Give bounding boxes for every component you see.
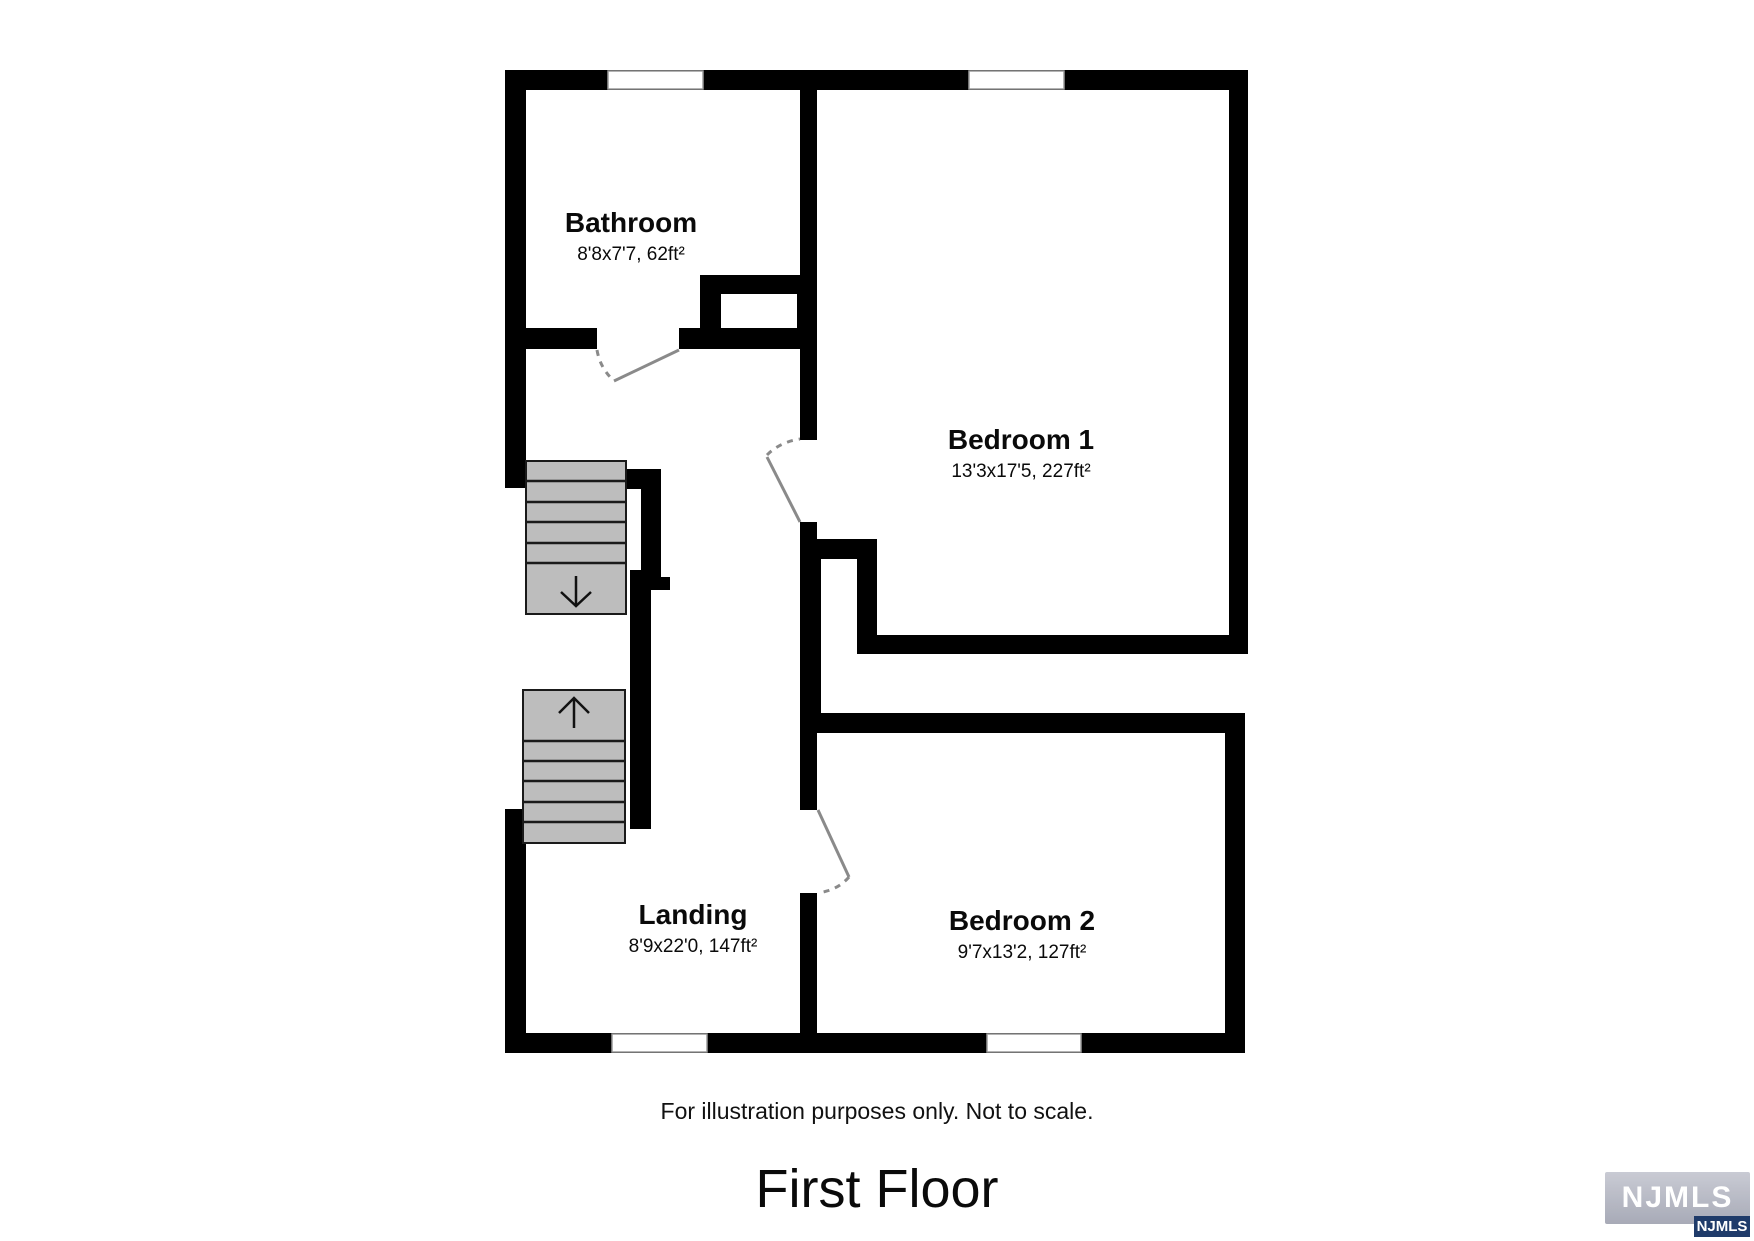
wall-left-lower (505, 809, 526, 1053)
room-dimensions: 13'3x17'5, 227ft² (951, 461, 1091, 482)
window-landing (611, 1033, 708, 1053)
wall-right-bedroom1 (1229, 70, 1248, 654)
door-leaf (816, 809, 851, 878)
wall-stair-lower (630, 570, 651, 829)
room-dimensions: 8'9x22'0, 147ft² (628, 936, 758, 957)
wall-bedroom1-bottom (857, 635, 1248, 654)
stairs-down[interactable] (525, 460, 627, 615)
watermark-logo-large: NJMLS (1605, 1172, 1750, 1224)
door-leaf (765, 456, 802, 523)
door-bathroom[interactable] (595, 348, 680, 383)
room-name: Bedroom 2 (948, 905, 1096, 936)
wall-hall-right-lower (800, 893, 817, 1053)
wall-left-upper (505, 70, 526, 488)
room-name: Bedroom 1 (947, 424, 1095, 455)
floor-title: First Floor (755, 1159, 999, 1219)
room-dimensions: 8'8x7'7, 62ft² (577, 244, 685, 265)
room-label-bedroom-1: Bedroom 1 13'3x17'5, 227ft² (948, 424, 1094, 484)
room-label-bathroom: Bathroom 8'8x7'7, 62ft² (565, 207, 697, 267)
door-leaf (613, 348, 680, 383)
wall-stair-tab (650, 577, 670, 590)
closet-interior (721, 294, 797, 328)
wall-hall-right-wide (800, 559, 821, 713)
windows (607, 70, 1082, 1053)
door-bedroom-2[interactable] (816, 809, 851, 895)
arrow-down-icon (560, 576, 592, 608)
window-bedroom1 (968, 70, 1065, 90)
watermark-badge: NJMLS (1694, 1216, 1750, 1237)
arrow-up-icon (558, 696, 590, 728)
wall-bathroom-bedroom1 (800, 70, 817, 440)
disclaimer-caption: For illustration purposes only. Not to s… (660, 1098, 1094, 1124)
njmls-watermark: NJMLS NJMLS (1605, 1172, 1750, 1237)
wall-bedroom1-notch-side (857, 539, 877, 654)
room-label-bedroom-2: Bedroom 2 9'7x13'2, 127ft² (949, 905, 1095, 965)
door-bedroom-1[interactable] (765, 437, 802, 523)
wall-bedroom2-top (800, 713, 1245, 733)
door-swing-arc (765, 437, 801, 457)
stairs-up[interactable] (522, 689, 626, 844)
wall-stair-upper (641, 469, 661, 582)
room-dimensions: 9'7x13'2, 127ft² (957, 942, 1087, 963)
window-bedroom2 (986, 1033, 1082, 1053)
window-bathroom (607, 70, 704, 90)
room-name: Bathroom (564, 207, 698, 238)
wall-right-bedroom2 (1225, 713, 1245, 1053)
interior-walls (505, 70, 1248, 1053)
room-label-landing: Landing 8'9x22'0, 147ft² (629, 899, 758, 959)
room-name: Landing (638, 899, 748, 930)
door-swing-arc (817, 876, 851, 895)
wall-bathroom-bottom-left (505, 328, 597, 349)
door-swing-arc (595, 349, 616, 383)
